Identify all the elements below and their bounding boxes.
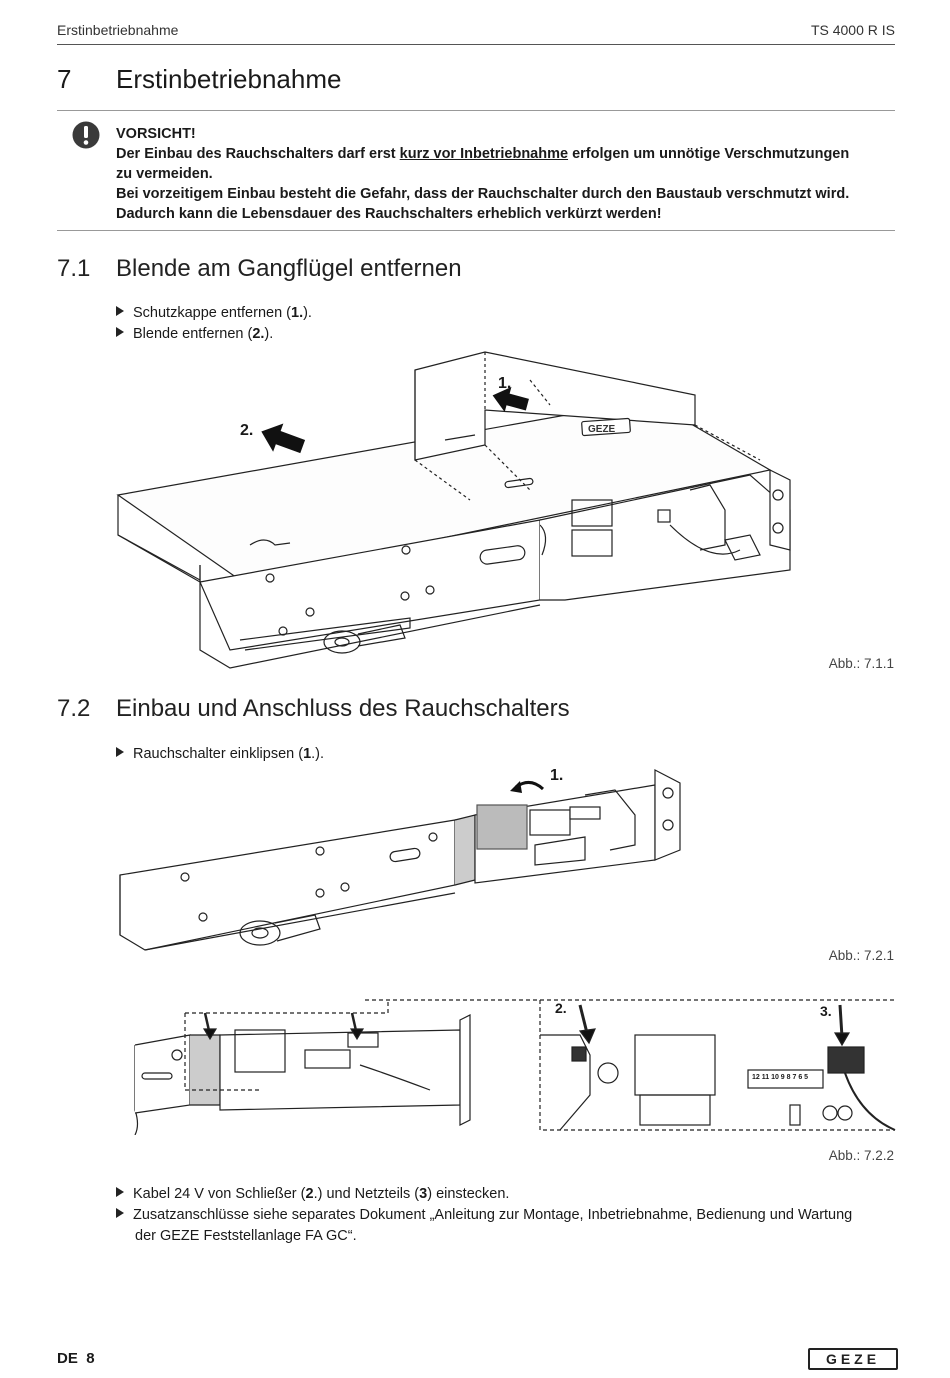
section-7-1-title: Blende am Gangflügel entfernen: [116, 255, 462, 282]
warning-line-4: Dadurch kann die Lebensdauer des Rauchsc…: [116, 206, 662, 222]
list-item: Blende entfernen (2.).: [116, 324, 312, 345]
warning-line-1: Der Einbau des Rauchschalters darf erst …: [116, 146, 850, 162]
header-chapter: Erstinbetriebnahme: [57, 22, 179, 38]
warning-line-3: Bei vorzeitigem Einbau besteht die Gefah…: [116, 186, 850, 202]
footer-lang: DE: [57, 1350, 78, 1367]
warning-icon: [72, 121, 100, 149]
section-7-number: 7: [57, 64, 72, 94]
list-item: Zusatzanschlüsse siehe separates Dokumen…: [116, 1205, 906, 1226]
figure-7-1-1: GEZE 1.: [110, 350, 800, 670]
caption-7-2-1: Abb.: 7.2.1: [828, 948, 894, 963]
section-7-2-title: Einbau und Anschluss des Rauchschalters: [116, 695, 570, 722]
list-item-continuation: der GEZE Feststellanlage FA GC“.: [135, 1228, 357, 1244]
caption-7-2-2: Abb.: 7.2.2: [828, 1148, 894, 1163]
figure-7-1-1-label-1: 1.: [498, 375, 512, 392]
caption-7-1-1: Abb.: 7.1.1: [828, 656, 894, 671]
figure-7-1-1-label-2: 2.: [240, 422, 254, 439]
figure-logo: GEZE: [588, 424, 616, 435]
figure-7-2-1: 1.: [115, 765, 695, 960]
bullet-list-7-2: Rauchschalter einklipsen (1.).: [116, 744, 324, 765]
bullet-list-connections: Kabel 24 V von Schließer (2.) und Netzte…: [116, 1184, 906, 1247]
bullet-list-7-1: Schutzkappe entfernen (1.). Blende entfe…: [116, 303, 312, 345]
figure-7-2-2-label-2: 2.: [555, 1000, 567, 1016]
warning-block: VORSICHT! Der Einbau des Rauchschalters …: [116, 124, 906, 224]
section-7-2-number: 7.2: [57, 695, 91, 722]
warning-title: VORSICHT!: [116, 126, 196, 142]
list-item: Kabel 24 V von Schließer (2.) und Netzte…: [116, 1184, 906, 1205]
footer-page: DE 8: [57, 1350, 95, 1367]
section-7-rule: [57, 110, 895, 111]
figure-7-2-1-label-1: 1.: [550, 767, 564, 784]
section-7-1-number: 7.1: [57, 255, 91, 282]
warning-line-2: zu vermeiden.: [116, 166, 213, 182]
warning-rule: [57, 230, 895, 231]
figure-7-2-2-label-3: 3.: [820, 1003, 832, 1019]
footer-page-number: 8: [86, 1350, 95, 1367]
warning-emphasis: kurz vor Inbetriebnahme: [399, 146, 569, 162]
figure-terminal-label: 12 11 10 9 8 7 6 5: [752, 1074, 809, 1081]
header-rule: [57, 44, 895, 45]
figure-7-2-2: 2. 3. 12 11 10 9 8 7 6 5: [130, 995, 900, 1136]
list-item: Schutzkappe entfernen (1.).: [116, 303, 312, 324]
header-product: TS 4000 R IS: [810, 22, 895, 38]
list-item: Rauchschalter einklipsen (1.).: [116, 744, 324, 765]
footer-logo: GEZE: [808, 1348, 898, 1370]
section-7-title: Erstinbetriebnahme: [116, 64, 342, 94]
